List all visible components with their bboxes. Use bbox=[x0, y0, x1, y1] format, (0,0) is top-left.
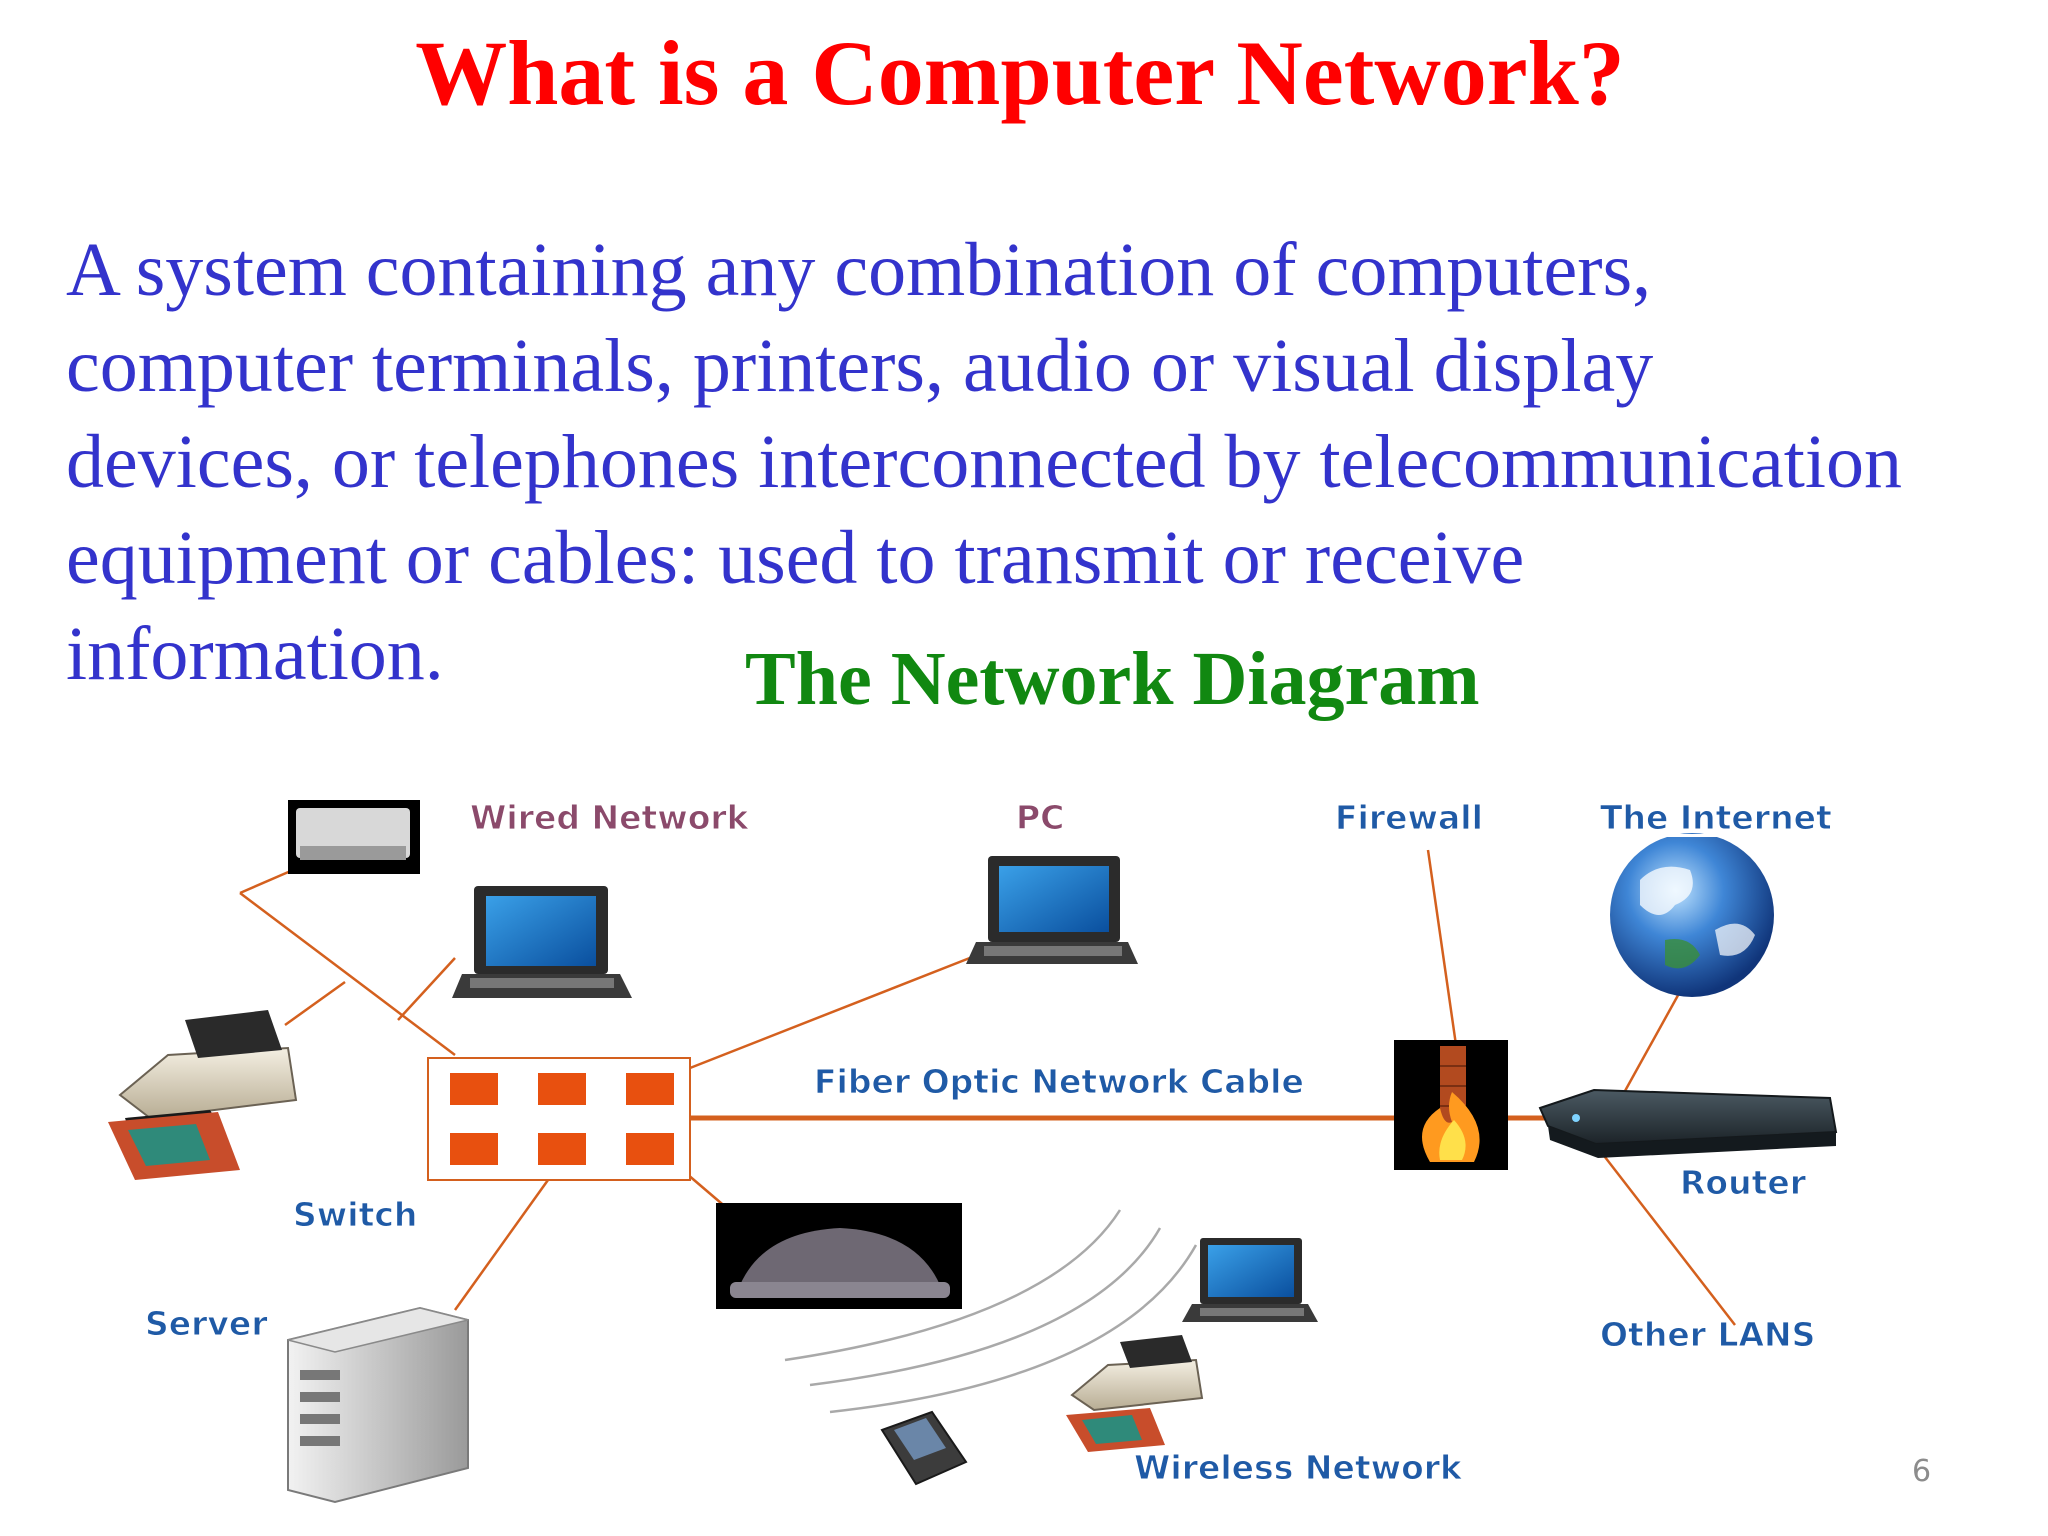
label-wireless-network: Wireless Network bbox=[1134, 1448, 1463, 1488]
link-printer bbox=[284, 980, 346, 1027]
globe-icon bbox=[1610, 833, 1774, 997]
link-server bbox=[453, 1179, 550, 1311]
label-router: Router bbox=[1679, 1163, 1807, 1203]
label-internet: The Internet bbox=[1600, 798, 1833, 838]
definition-text: A system containing any combination of c… bbox=[66, 222, 2026, 702]
link-laptop bbox=[397, 957, 456, 1021]
wireless-printer-icon bbox=[1066, 1335, 1204, 1452]
wireless-access-point-icon bbox=[716, 1203, 962, 1309]
label-switch: Switch bbox=[292, 1195, 418, 1235]
definition-line: information. bbox=[66, 612, 444, 696]
page-number: 6 bbox=[1912, 1454, 1932, 1489]
router-icon bbox=[1538, 1088, 1838, 1158]
label-pc: PC bbox=[1015, 798, 1065, 838]
link-modem-hub bbox=[239, 892, 456, 1056]
diagram-heading: The Network Diagram bbox=[745, 637, 1480, 721]
link-firewall bbox=[1426, 849, 1458, 1046]
cable-links bbox=[239, 849, 1736, 1326]
label-server: Server bbox=[145, 1304, 269, 1344]
link-modem bbox=[239, 868, 294, 895]
pc-laptop-icon bbox=[966, 856, 1138, 964]
label-firewall: Firewall bbox=[1335, 798, 1484, 838]
pda-icon bbox=[880, 1410, 968, 1486]
laptop-icon bbox=[452, 886, 632, 998]
modem-icon bbox=[288, 800, 420, 874]
printer-icon bbox=[108, 1010, 298, 1180]
label-fiber-optic-cable: Fiber Optic Network Cable bbox=[814, 1062, 1305, 1102]
firewall-icon bbox=[1394, 1040, 1508, 1170]
definition-line: devices, or telephones interconnected by… bbox=[66, 420, 1902, 504]
label-other-lans: Other LANS bbox=[1599, 1315, 1816, 1355]
definition-line: computer terminals, printers, audio or v… bbox=[66, 324, 1654, 408]
switch-device bbox=[427, 1057, 691, 1181]
slide-title: What is a Computer Network? bbox=[415, 22, 1625, 124]
wireless-laptop-icon bbox=[1182, 1238, 1318, 1322]
wireless-waves bbox=[784, 1209, 1198, 1414]
definition-line: A system containing any combination of c… bbox=[66, 228, 1652, 312]
label-wired-network: Wired Network bbox=[470, 798, 750, 838]
server-icon bbox=[287, 1306, 469, 1504]
link-other-lans bbox=[1597, 1147, 1736, 1326]
definition-line: equipment or cables: used to transmit or… bbox=[66, 516, 1525, 600]
link-pc bbox=[689, 950, 986, 1070]
